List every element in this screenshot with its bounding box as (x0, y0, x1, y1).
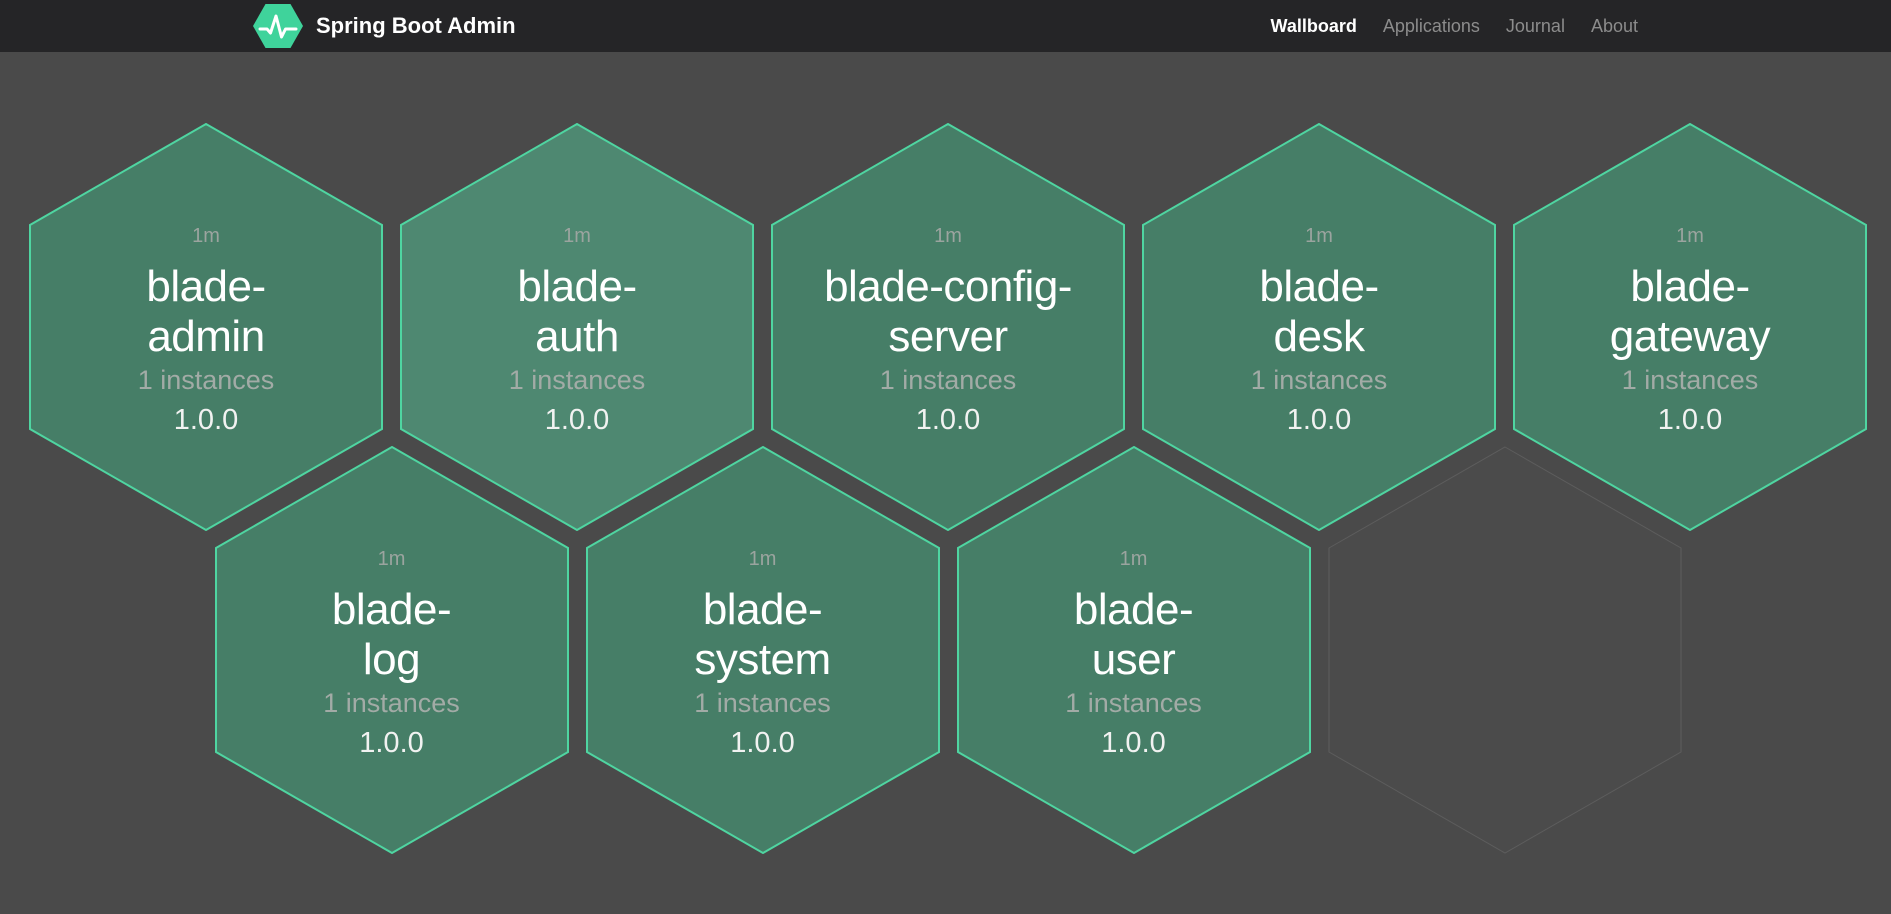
tile-name: blade-user (1073, 584, 1194, 684)
tile-instances: 1 instances (879, 365, 1017, 396)
tile-instances: 1 instances (508, 365, 646, 396)
tile-content: 1m blade-desk 1 instances 1.0.0 (1142, 123, 1496, 531)
brand[interactable]: Spring Boot Admin (253, 4, 516, 48)
tile-duration: 1m (192, 224, 220, 247)
tile-content: 1m blade-gateway 1 instances 1.0.0 (1513, 123, 1867, 531)
tile-name: blade-system (694, 584, 831, 684)
tile-instances: 1 instances (137, 365, 275, 396)
hexagon-tile-blade-user[interactable]: 1m blade-user 1 instances 1.0.0 (956, 446, 1311, 854)
nav-item-about[interactable]: About (1590, 15, 1638, 36)
tile-content: 1m blade-log 1 instances 1.0.0 (215, 446, 569, 854)
tile-name: blade-config-server (824, 261, 1072, 361)
tile-content: 1m blade-config-server 1 instances 1.0.0 (771, 123, 1125, 531)
hexagon-shape (771, 123, 1125, 531)
tile-name: blade-gateway (1609, 261, 1771, 361)
tile-version: 1.0.0 (173, 404, 239, 437)
tile-duration: 1m (1676, 224, 1704, 247)
tile-duration: 1m (563, 224, 591, 247)
tile-version: 1.0.0 (1657, 404, 1723, 437)
header-container: Spring Boot Admin Wallboard Applications J… (253, 4, 1638, 48)
main-nav: Wallboard Applications Journal About (1271, 16, 1639, 37)
tile-duration: 1m (934, 224, 962, 247)
tile-duration: 1m (1119, 547, 1148, 570)
tile-version: 1.0.0 (915, 404, 981, 437)
tile-duration: 1m (1305, 224, 1333, 247)
nav-item-journal[interactable]: Journal (1505, 15, 1565, 36)
brand-title: Spring Boot Admin (316, 13, 516, 38)
hexagon-shape (29, 123, 383, 531)
hexagon-tile-blade-desk[interactable]: 1m blade-desk 1 instances 1.0.0 (1142, 123, 1496, 531)
hexagon-shape (585, 446, 940, 854)
tile-version: 1.0.0 (544, 404, 610, 437)
hexagon-tile-blade-log[interactable]: 1m blade-log 1 instances 1.0.0 (214, 446, 569, 854)
tile-instances: 1 instances (1250, 365, 1388, 396)
tile-instances: 1 instances (1621, 365, 1759, 396)
tile-name: blade-desk (1259, 261, 1379, 361)
hexagon-shape (1513, 123, 1867, 531)
tile-name: blade-auth (517, 261, 637, 361)
app-header: Spring Boot Admin Wallboard Applications J… (0, 0, 1891, 52)
hexagon-shape (1328, 446, 1681, 854)
tile-instances: 1 instances (694, 688, 831, 719)
tile-content: 1m blade-auth 1 instances 1.0.0 (400, 123, 754, 531)
hexagon-tile-blade-system[interactable]: 1m blade-system 1 instances 1.0.0 (585, 446, 940, 854)
hexagon-shape (1142, 123, 1496, 531)
tile-name: blade-log (331, 584, 452, 684)
tile-instances: 1 instances (323, 688, 460, 719)
tile-content: 1m blade-admin 1 instances 1.0.0 (29, 123, 383, 531)
tile-version: 1.0.0 (1101, 727, 1166, 760)
tile-version: 1.0.0 (359, 727, 424, 760)
tile-instances: 1 instances (1065, 688, 1202, 719)
tile-duration: 1m (748, 547, 777, 570)
hexagon-tile-blade-auth[interactable]: 1m blade-auth 1 instances 1.0.0 (400, 123, 754, 531)
tile-content: 1m blade-system 1 instances 1.0.0 (586, 446, 940, 854)
tile-version: 1.0.0 (1286, 404, 1352, 437)
hexagon-shape (956, 446, 1311, 854)
hexagon-tile-blade-gateway[interactable]: 1m blade-gateway 1 instances 1.0.0 (1513, 123, 1867, 531)
hexagon-tile-empty (1328, 446, 1682, 854)
hexagon-shape (400, 123, 754, 531)
nav-item-wallboard[interactable]: Wallboard (1270, 15, 1357, 36)
wallboard: 1m blade-admin 1 instances 1.0.0 1m blade-aut… (0, 52, 1891, 914)
nav-item-applications[interactable]: Applications (1382, 15, 1480, 36)
hexagon-tile-blade-admin[interactable]: 1m blade-admin 1 instances 1.0.0 (29, 123, 383, 531)
hexagon-tile-blade-config-server[interactable]: 1m blade-config-server 1 instances 1.0.0 (771, 123, 1125, 531)
hexagon-shape (214, 446, 569, 854)
tile-version: 1.0.0 (730, 727, 795, 760)
pulse-hexagon-icon (253, 4, 303, 48)
tile-duration: 1m (377, 547, 406, 570)
tile-name: blade-admin (146, 261, 266, 361)
tile-content: 1m blade-user 1 instances 1.0.0 (957, 446, 1311, 854)
